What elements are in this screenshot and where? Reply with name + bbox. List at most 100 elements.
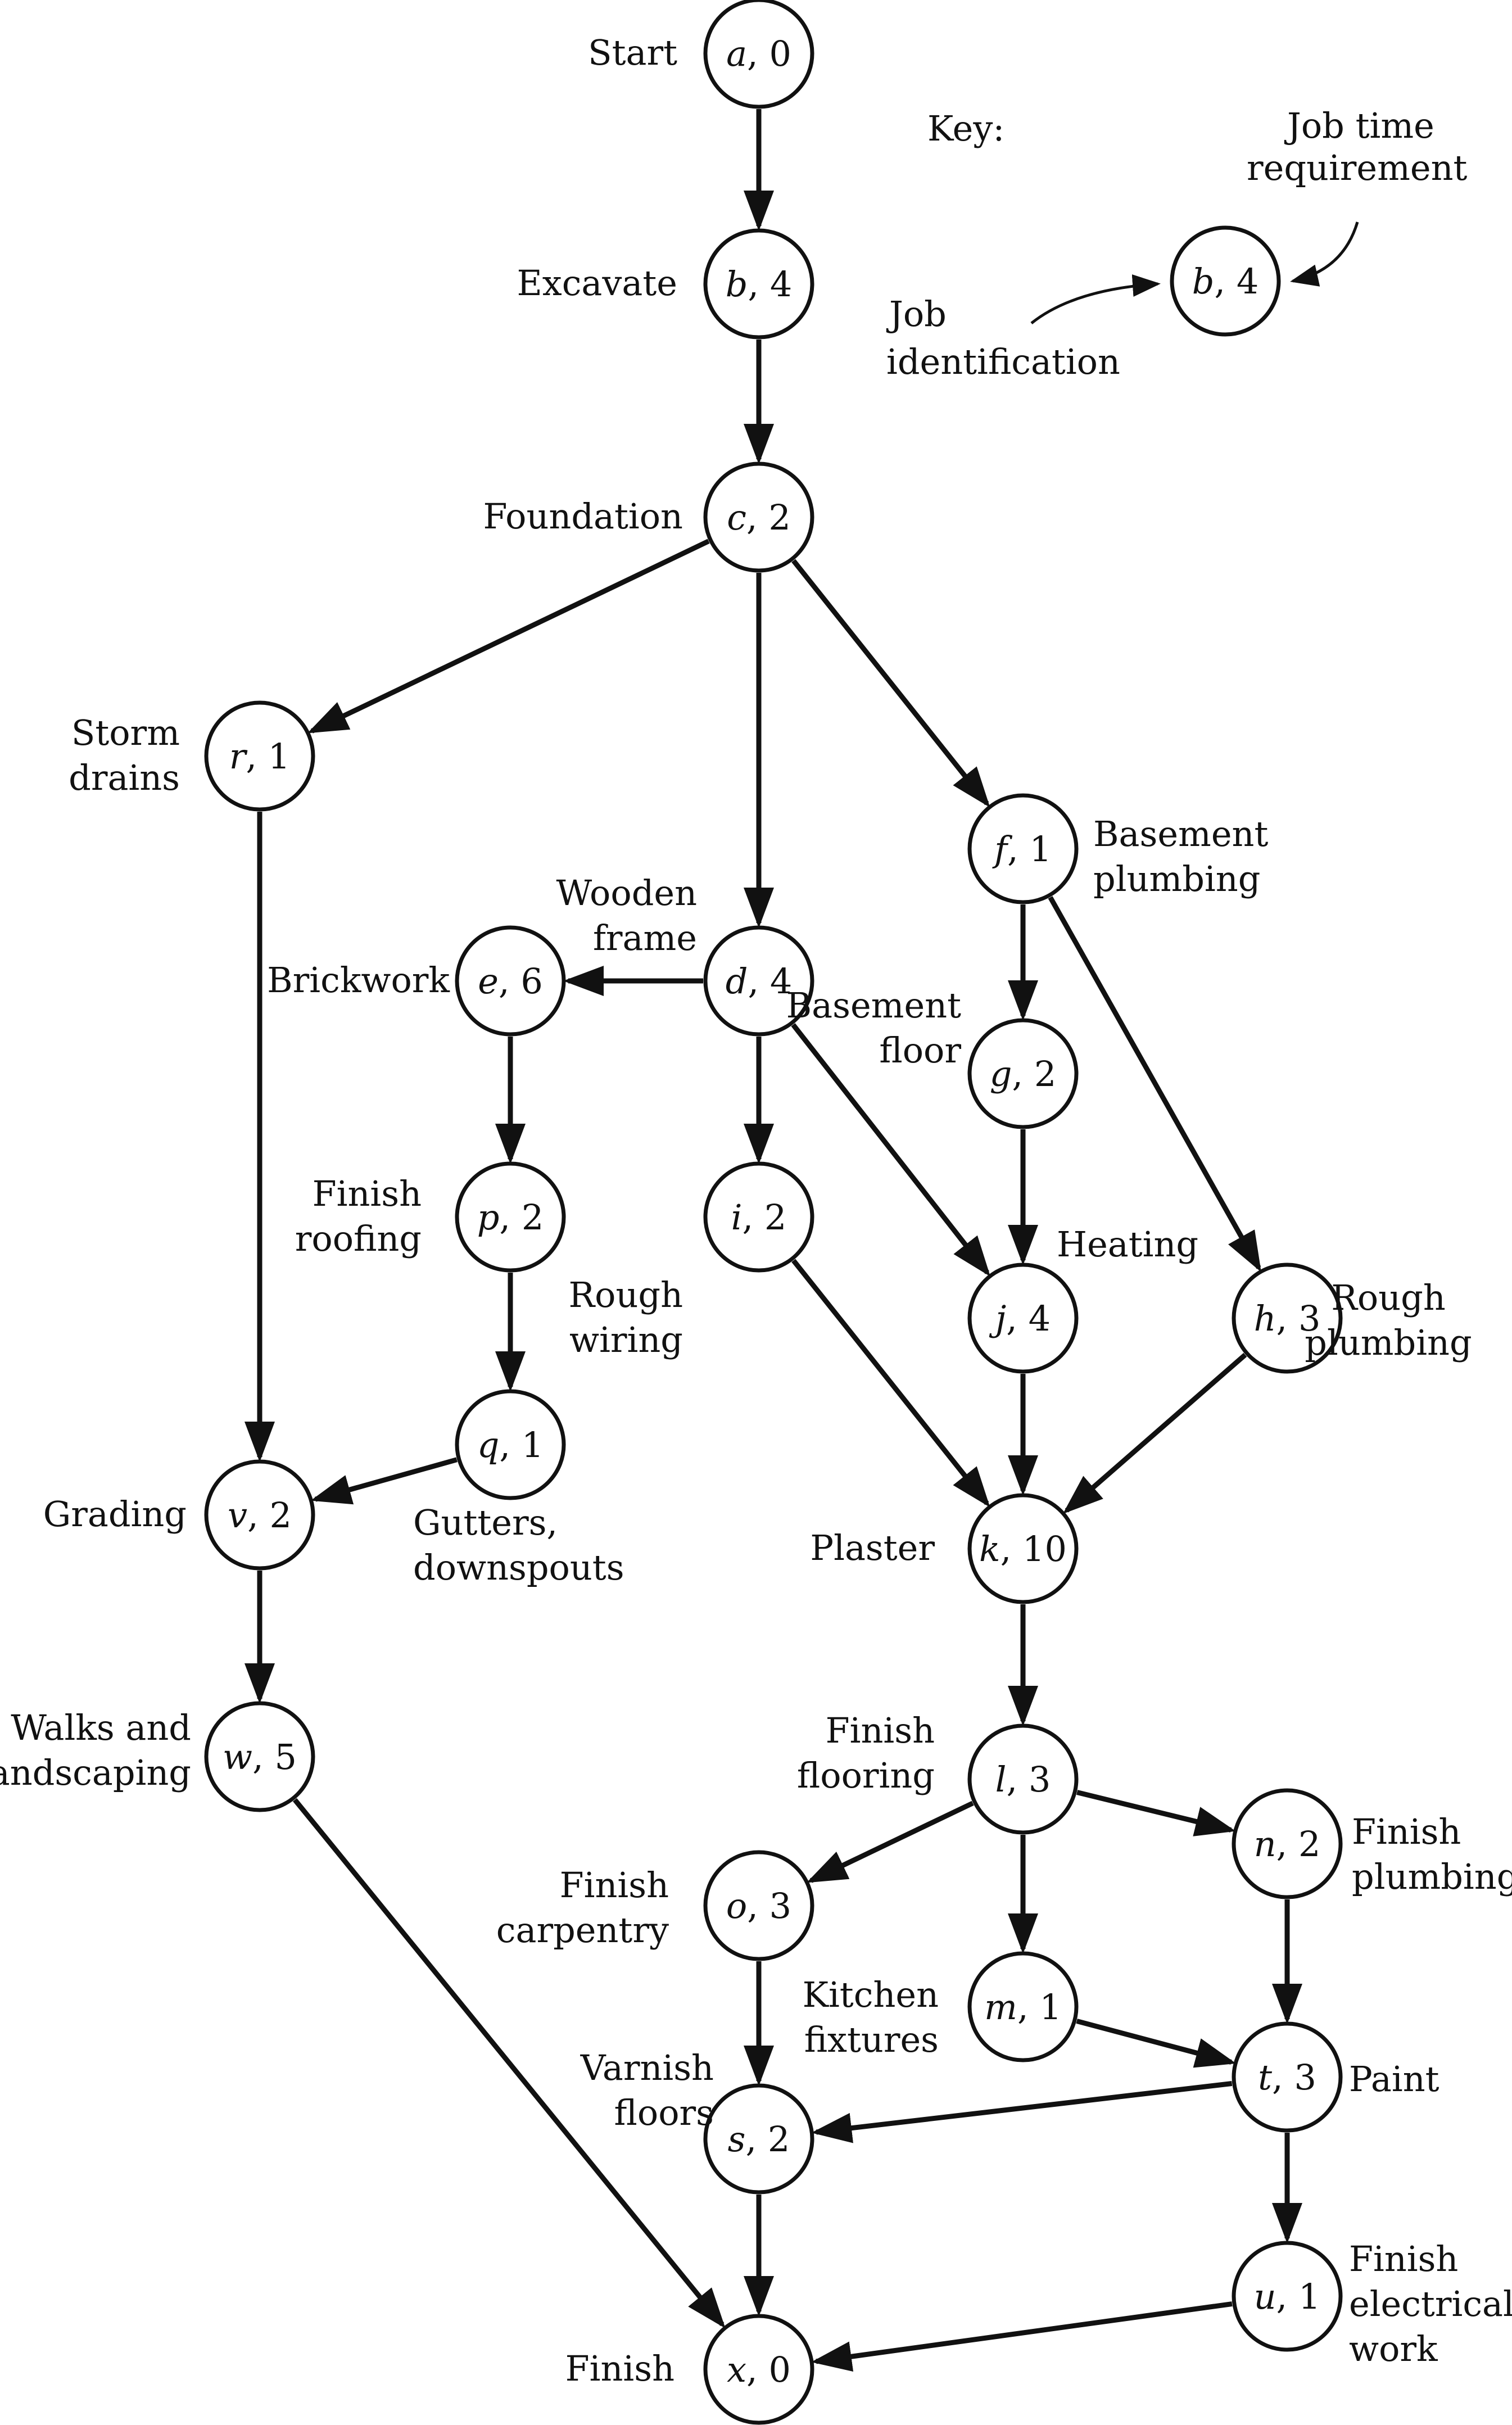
node-r-text: r, 1 xyxy=(229,736,291,777)
node-o-label-line-2: carpentry xyxy=(496,1910,669,1951)
node-o-id: o xyxy=(726,1885,747,1926)
node-i-circle xyxy=(703,1161,814,1273)
node-x-id: x xyxy=(727,2349,746,2390)
node-l-circle xyxy=(967,1723,1079,1835)
node-h-circle xyxy=(1232,1263,1343,1374)
key-node-sep: , xyxy=(1214,261,1236,302)
node-k: k, 10 xyxy=(967,1493,1079,1604)
node-b-text: b, 4 xyxy=(726,264,793,305)
node-h-time: 3 xyxy=(1298,1298,1320,1339)
node-q-label-line-1: Gutters, xyxy=(413,1502,558,1543)
node-r-circle xyxy=(204,700,315,812)
node-f-text: f, 1 xyxy=(992,829,1052,870)
node-m-time: 1 xyxy=(1039,1987,1061,2028)
node-c-circle xyxy=(703,462,814,573)
node-h-label-line-2: plumbing xyxy=(1305,1322,1472,1363)
node-h-label-line-1: Rough xyxy=(1331,1277,1446,1318)
node-m-id: m xyxy=(984,1987,1017,2028)
node-l-text: l, 3 xyxy=(995,1759,1051,1800)
node-p-time: 2 xyxy=(522,1197,544,1238)
node-s-label-line-1: Varnish xyxy=(580,2047,714,2088)
node-g-label-line-1: Basement xyxy=(786,985,961,1026)
node-e-label-line-1: Brickwork xyxy=(267,960,450,1001)
node-n: n, 2 xyxy=(1232,1788,1343,1899)
node-i-time: 2 xyxy=(764,1197,786,1238)
node-d-label-line-1: Wooden xyxy=(556,872,697,913)
node-k-label: Plaster xyxy=(810,1527,935,1568)
node-k-time: 10 xyxy=(1022,1528,1067,1569)
key-time-arrow xyxy=(1290,221,1359,287)
node-o: o, 3 xyxy=(703,1850,814,1961)
node-u-label-line-1: Finish xyxy=(1349,2238,1458,2279)
node-u-text: u, 1 xyxy=(1254,2276,1321,2317)
node-d-circle xyxy=(703,925,814,1037)
node-u-label-line-2: electrical xyxy=(1349,2283,1512,2324)
node-e-time: 6 xyxy=(520,961,542,1002)
node-a-time: 0 xyxy=(769,33,791,74)
node-m-label-line-1: Kitchen xyxy=(803,1974,939,2015)
node-h-text: h, 3 xyxy=(1254,1298,1321,1339)
edge-c-to-f xyxy=(791,559,990,808)
node-d-time: 4 xyxy=(770,961,792,1002)
node-c-text: c, 2 xyxy=(727,497,791,538)
node-v-text: v, 2 xyxy=(228,1495,292,1536)
key-id-arrow xyxy=(1030,274,1161,324)
node-q: q, 1 xyxy=(455,1389,566,1500)
node-c-label: Foundation xyxy=(483,496,683,537)
node-v-circle xyxy=(204,1459,315,1571)
node-g-id: g xyxy=(990,1053,1012,1094)
node-i-id: i xyxy=(731,1197,743,1238)
edge-h-to-k xyxy=(1062,1352,1247,1514)
node-x: x, 0 xyxy=(703,2314,814,2425)
node-m-circle xyxy=(967,1951,1079,2062)
node-w-label: Walks andlandscaping xyxy=(0,1707,191,1793)
node-i-text: i, 2 xyxy=(731,1197,787,1238)
node-e-circle xyxy=(455,925,566,1037)
node-s-time: 2 xyxy=(768,2119,790,2160)
edge-d-to-j xyxy=(791,1023,991,1277)
node-s-id: s xyxy=(728,2119,746,2160)
node-v-id: v xyxy=(228,1495,247,1536)
node-m-label-line-2: fixtures xyxy=(804,2019,939,2060)
node-b: b, 4 xyxy=(703,228,814,340)
node-n-circle xyxy=(1232,1788,1343,1899)
node-o-circle xyxy=(703,1850,814,1961)
node-p-text: p, 2 xyxy=(477,1197,544,1238)
node-w-text: w, 5 xyxy=(223,1736,297,1777)
node-s-text: s, 2 xyxy=(728,2119,790,2160)
node-l-id: l xyxy=(995,1759,1007,1800)
node-g-text: g, 2 xyxy=(990,1053,1057,1094)
edge-w-to-x xyxy=(293,1798,726,2329)
node-a-id: a xyxy=(726,33,747,74)
node-t-circle xyxy=(1232,2021,1343,2133)
node-v-label-line-1: Grading xyxy=(43,1494,187,1535)
node-s: s, 2 xyxy=(703,2083,814,2195)
edge-u-to-x xyxy=(811,2301,1233,2372)
node-j-label: Heating xyxy=(1057,1224,1198,1265)
node-u-time: 1 xyxy=(1298,2276,1320,2317)
node-l-label-line-1: Finish xyxy=(826,1710,935,1751)
node-n-text: n, 2 xyxy=(1254,1824,1321,1865)
node-d-text: d, 4 xyxy=(726,961,793,1002)
node-c-time: 2 xyxy=(768,497,790,538)
edge-q-to-v xyxy=(310,1457,458,1505)
node-a-label-line-1: Start xyxy=(588,32,677,73)
node-u-circle xyxy=(1232,2241,1343,2352)
node-b-time: 4 xyxy=(770,264,792,305)
node-t: t, 3 xyxy=(1232,2021,1343,2133)
node-h: h, 3 xyxy=(1232,1263,1343,1374)
edge-l-to-n xyxy=(1076,1790,1236,1836)
node-r: r, 1 xyxy=(204,700,315,812)
node-k-label-line-1: Plaster xyxy=(810,1527,935,1568)
edge-c-to-r xyxy=(307,539,710,734)
node-f: f, 1 xyxy=(967,793,1079,904)
node-w-id: w xyxy=(223,1736,252,1777)
